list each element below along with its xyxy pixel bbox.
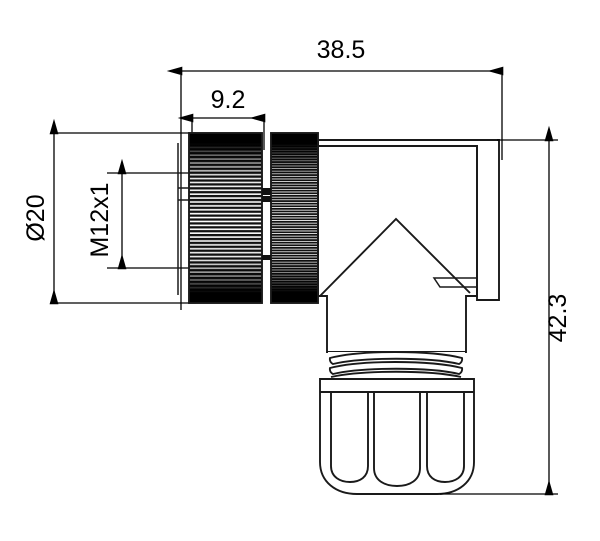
dimension-label-overall-length: 38.5 (317, 36, 366, 64)
elbow-body (317, 139, 500, 353)
gland-slot-center (373, 392, 421, 487)
front-nut-outline (188, 132, 263, 304)
dimension-outer-diameter: Ø20 (22, 118, 196, 305)
elbow-main-outline (317, 145, 478, 353)
gland-slot-left (330, 392, 369, 483)
nut-link-tabs (262, 188, 271, 260)
elbow-apex-line (319, 217, 471, 297)
link-tab-lower (262, 196, 271, 202)
link-tab-upper (262, 188, 271, 195)
dimension-label-thread-spec: M12x1 (86, 182, 114, 257)
dimension-overall-length: 38.5 (166, 36, 504, 310)
dimension-label-outer-diameter: Ø20 (22, 194, 50, 241)
link-tab-bottom (262, 255, 271, 260)
knurled-nut-rear (270, 132, 319, 304)
thread-turn-3 (330, 370, 462, 378)
gland-slot-right (426, 392, 465, 483)
dimension-label-thread-length: 9.2 (211, 86, 246, 114)
thread-turn-2 (328, 361, 464, 376)
dimension-thread-length: 9.2 (177, 86, 266, 150)
knurled-nut-front (188, 132, 263, 304)
gland-nut-outline (319, 378, 475, 495)
thread-turn-1 (328, 351, 464, 366)
elbow-top-and-rear-wall (317, 139, 500, 301)
dimension-overall-height: 42.3 (440, 125, 572, 496)
dimension-thread-spec: M12x1 (86, 158, 190, 270)
gland-thread (328, 351, 465, 378)
elbow-ledge-detail (432, 277, 478, 288)
dimension-label-overall-height: 42.3 (544, 294, 572, 343)
gland-nut (319, 378, 475, 495)
